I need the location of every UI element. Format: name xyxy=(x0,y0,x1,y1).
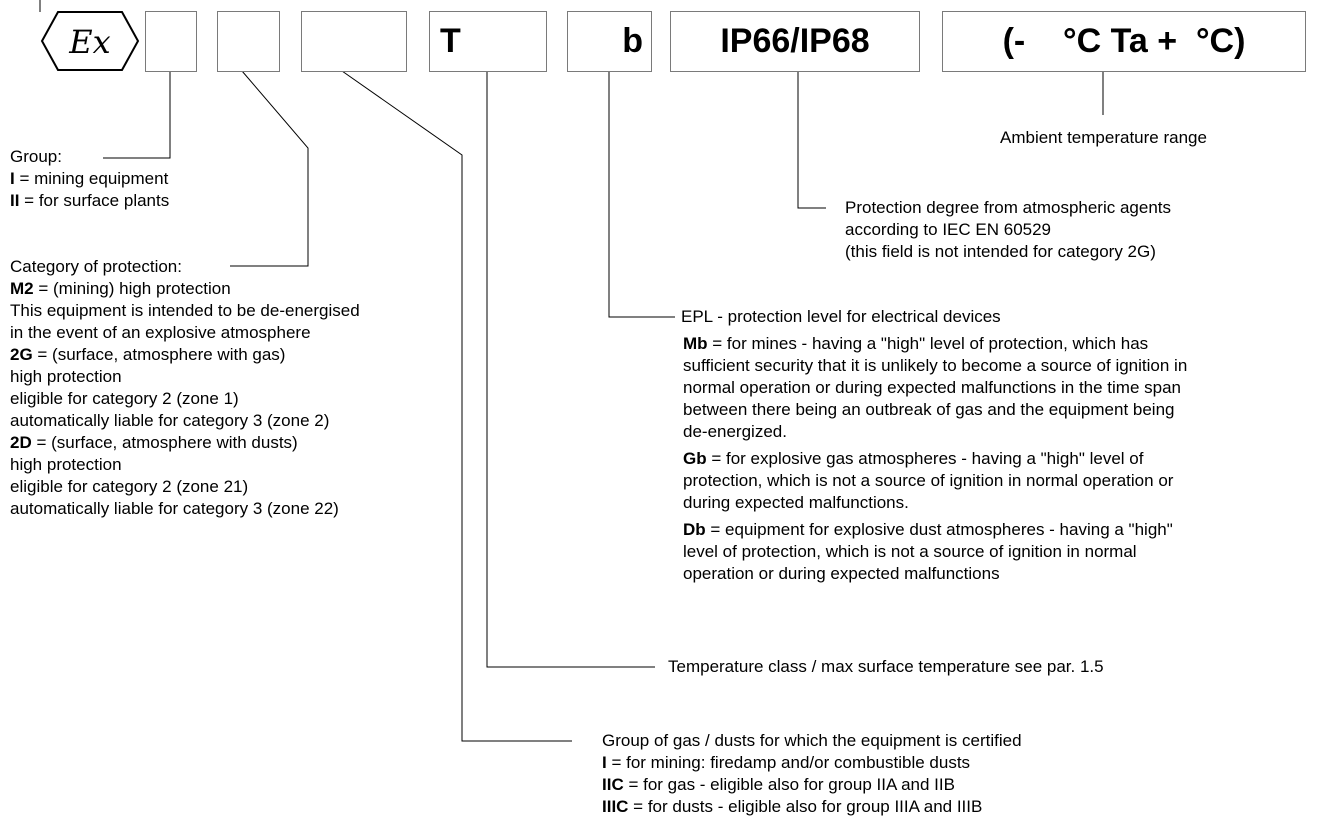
ambient-temperature-box: (- °C Ta + °C) xyxy=(942,11,1306,72)
epl-box: b xyxy=(567,11,652,72)
epl-connector xyxy=(608,71,675,318)
protection-degree-connector xyxy=(797,71,826,209)
category-line: M2 = (mining) high protection xyxy=(10,279,231,298)
ip-box: IP66/IP68 xyxy=(670,11,920,72)
temperature-class-label: Temperature class / max surface temperat… xyxy=(668,657,1104,676)
category-line: 2G = (surface, atmosphere with gas) xyxy=(10,345,286,364)
category-line: in the event of an explosive atmosphere xyxy=(10,323,311,342)
category-line: automatically liable for category 3 (zon… xyxy=(10,411,330,430)
gas-group-title: Group of gas / dusts for which the equip… xyxy=(602,731,1022,750)
temperature-class-connector xyxy=(486,71,655,668)
category-line: high protection xyxy=(10,367,122,386)
category-title: Category of protection: xyxy=(10,257,182,276)
gas-group-connector xyxy=(341,70,572,742)
gas-group-description: Group of gas / dusts for which the equip… xyxy=(602,730,1022,818)
gas-group-item: IIIC = for dusts - eligible also for gro… xyxy=(602,797,983,816)
gas-group-item: IIC = for gas - eligible also for group … xyxy=(602,775,955,794)
epl-mb: Mb = for mines - having a "high" level o… xyxy=(683,334,1188,441)
ex-hexagon-icon: Ex xyxy=(40,11,140,71)
temperature-class-box-text: T xyxy=(440,22,461,60)
protection-degree-line: according to IEC EN 60529 xyxy=(845,220,1052,239)
category-box xyxy=(217,11,280,72)
category-connector xyxy=(230,70,309,267)
category-line: This equipment is intended to be de-ener… xyxy=(10,301,360,320)
group-box xyxy=(145,11,197,72)
gas-group-box xyxy=(301,11,407,72)
ambient-temperature-label: Ambient temperature range xyxy=(1000,128,1207,147)
category-line: eligible for category 2 (zone 21) xyxy=(10,477,249,496)
protection-degree-line: Protection degree from atmospheric agent… xyxy=(845,198,1172,217)
group-title: Group: xyxy=(10,147,62,166)
group-item-ii: II = for surface plants xyxy=(10,191,170,210)
category-line: automatically liable for category 3 (zon… xyxy=(10,499,339,518)
group-item-i: I = mining equipment xyxy=(10,169,169,188)
protection-degree-description: Protection degree from atmospheric agent… xyxy=(845,197,1171,263)
epl-title: EPL - protection level for electrical de… xyxy=(681,307,1001,326)
category-line: eligible for category 2 (zone 1) xyxy=(10,389,239,408)
ambient-temperature-box-text: (- °C Ta + °C) xyxy=(1002,22,1246,60)
category-description: Category of protection: M2 = (mining) hi… xyxy=(10,256,360,520)
ip-box-text: IP66/IP68 xyxy=(720,22,870,60)
epl-description: EPL - protection level for electrical de… xyxy=(681,306,1188,590)
epl-box-text: b xyxy=(622,22,643,60)
category-line: high protection xyxy=(10,455,122,474)
group-connector xyxy=(103,71,171,159)
ex-symbol-text: Ex xyxy=(68,23,110,61)
gas-group-item: I = for mining: firedamp and/or combusti… xyxy=(602,753,971,772)
category-line: 2D = (surface, atmosphere with dusts) xyxy=(10,433,298,452)
epl-db: Db = equipment for explosive dust atmosp… xyxy=(683,520,1173,583)
epl-gb: Gb = for explosive gas atmospheres - hav… xyxy=(683,449,1174,512)
protection-degree-line: (this field is not intended for category… xyxy=(845,242,1156,261)
group-description: Group: I = mining equipment II = for sur… xyxy=(10,146,169,212)
temperature-class-box: T xyxy=(429,11,547,72)
